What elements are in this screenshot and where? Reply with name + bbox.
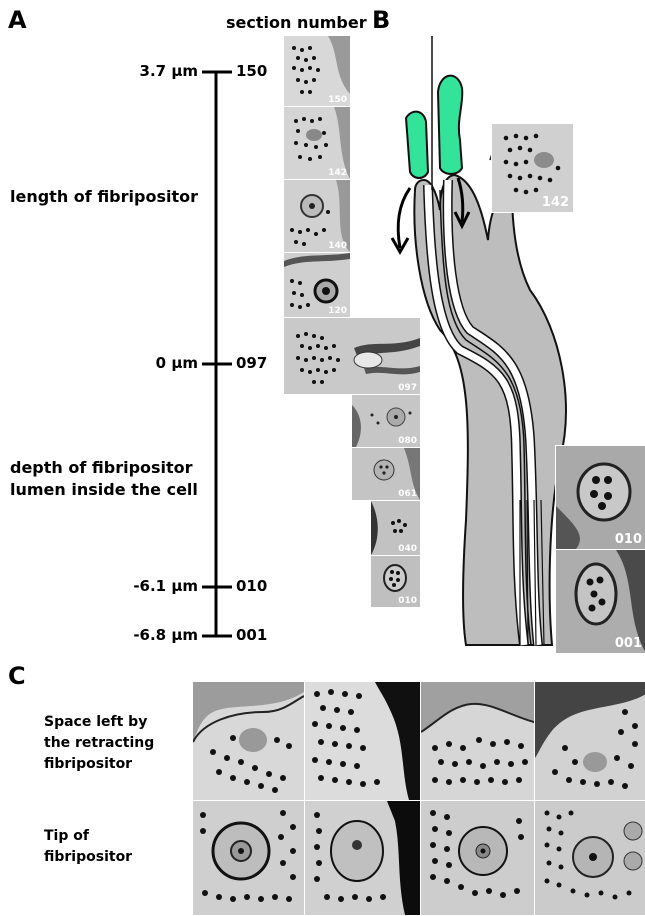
space-micrograph-3 xyxy=(420,681,535,801)
tip-micrograph-3 xyxy=(420,800,535,916)
inset-010-label: 010 xyxy=(615,532,642,547)
row-label-tip: Tip of fibripositor xyxy=(44,826,132,868)
row-label-space: Space left by the retracting fibriposito… xyxy=(44,712,154,775)
tip-micrograph-2 xyxy=(304,800,421,916)
tip-micrograph-1 xyxy=(192,800,305,916)
inset-142-label: 142 xyxy=(542,195,569,210)
inset-142: 142 xyxy=(491,123,574,213)
inset-001: 001 xyxy=(555,549,645,654)
tip-micrograph-4 xyxy=(534,800,645,916)
space-micrograph-4 xyxy=(534,681,645,801)
space-micrograph-2 xyxy=(304,681,421,801)
inset-010: 010 xyxy=(555,445,645,550)
inset-001-label: 001 xyxy=(615,636,642,651)
space-micrograph-1 xyxy=(192,681,305,801)
